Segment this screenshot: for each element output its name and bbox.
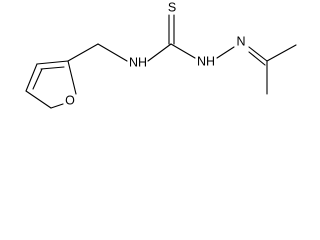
furan-ring — [25, 60, 77, 109]
chemical-structure: O S NH NH N — [25, 0, 297, 109]
bond-c5-o — [50, 103, 64, 109]
oxygen-atom-label: O — [65, 93, 75, 107]
bond-c2-c3-inner — [40, 66, 65, 70]
amine-nh-left-label: NH — [129, 55, 147, 69]
bond-c4-c5 — [25, 90, 52, 109]
bond-c3-c4-inner — [32, 68, 43, 90]
bond-n-c — [248, 46, 268, 62]
bond-nh-n — [216, 46, 235, 59]
bond-c2-ch2 — [67, 43, 99, 62]
bond-n-c-double — [248, 51, 266, 66]
bond-c-ch3-right — [266, 44, 297, 62]
bond-ch2-nh — [97, 43, 128, 62]
bond-nh-c — [147, 43, 172, 62]
bond-c3-c4 — [25, 63, 38, 92]
bond-o-c2 — [67, 60, 77, 95]
nitrogen-atom-label: N — [236, 34, 245, 48]
bond-c2-c3 — [36, 60, 69, 65]
bond-c-nh — [170, 43, 196, 59]
amine-nh-right-label: NH — [197, 54, 215, 68]
sulfur-atom-label: S — [168, 0, 176, 14]
